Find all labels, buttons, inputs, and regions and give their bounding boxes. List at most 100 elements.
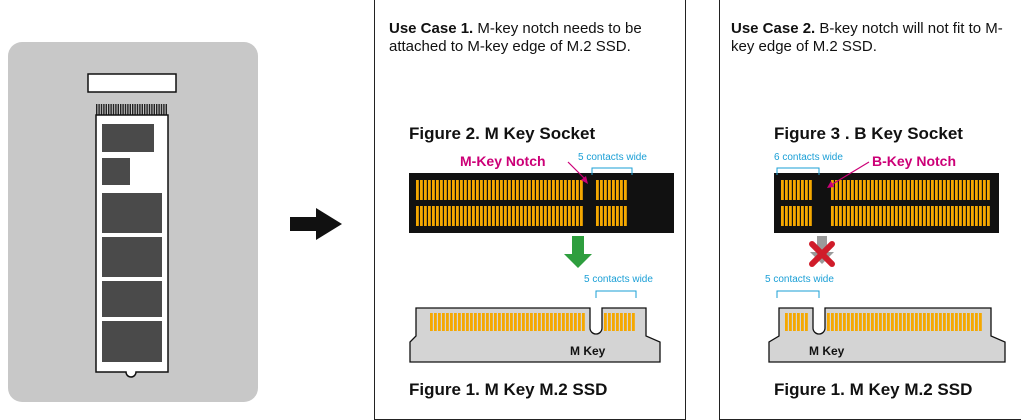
- contact-pin: [805, 206, 808, 226]
- use-case-2-text: B-key notch will not fit to M-key edge o…: [731, 20, 1003, 55]
- connector-pin: [156, 104, 158, 115]
- contact-pin: [534, 313, 537, 331]
- contact-pin: [576, 206, 579, 226]
- contact-pin: [891, 313, 894, 331]
- contact-pin: [484, 206, 487, 226]
- ssd-contacts: [785, 313, 982, 331]
- contact-pin: [548, 206, 551, 226]
- contact-pin: [538, 313, 541, 331]
- contact-pin: [979, 313, 982, 331]
- contact-pin: [504, 206, 507, 226]
- contact-pin: [416, 206, 419, 226]
- contact-pin: [508, 180, 511, 200]
- contact-pin: [434, 313, 437, 331]
- contact-pin: [785, 180, 788, 200]
- contact-pin: [420, 180, 423, 200]
- contact-pin: [907, 180, 910, 200]
- contact-pin: [416, 180, 419, 200]
- contact-pin: [478, 313, 481, 331]
- contact-pin: [859, 313, 862, 331]
- contact-pin: [500, 180, 503, 200]
- contact-pin: [867, 313, 870, 331]
- contact-pin: [632, 313, 635, 331]
- contact-pin: [452, 206, 455, 226]
- contact-pin: [524, 206, 527, 226]
- contact-pin: [480, 206, 483, 226]
- contact-pin: [470, 313, 473, 331]
- notch-pointer-line: [830, 161, 870, 186]
- contact-pin: [879, 206, 882, 226]
- contact-pin: [454, 313, 457, 331]
- contact-pin: [516, 180, 519, 200]
- contact-pin: [616, 313, 619, 331]
- contact-pin: [923, 313, 926, 331]
- contact-pin: [468, 180, 471, 200]
- contact-pin: [526, 313, 529, 331]
- contact-pin: [895, 180, 898, 200]
- connector-pin: [129, 104, 131, 115]
- notch-pointer-line: [567, 161, 587, 181]
- contact-pin: [522, 313, 525, 331]
- contact-pin: [809, 180, 812, 200]
- b-key-notch-label: B-Key Notch: [872, 153, 956, 169]
- m-key-label: M Key: [809, 344, 845, 358]
- contact-pin: [628, 313, 631, 331]
- contact-pin: [548, 180, 551, 200]
- contact-pin: [919, 313, 922, 331]
- contact-pin: [510, 313, 513, 331]
- contact-pin: [574, 313, 577, 331]
- contact-pin: [959, 313, 962, 331]
- contact-pin: [620, 180, 623, 200]
- contact-pin: [979, 206, 982, 226]
- contact-pin: [975, 206, 978, 226]
- contact-pin: [564, 206, 567, 226]
- contact-pin: [498, 313, 501, 331]
- contact-pin: [939, 206, 942, 226]
- contact-pin: [781, 180, 784, 200]
- contact-pin: [895, 313, 898, 331]
- contact-pin: [460, 206, 463, 226]
- contact-pin: [931, 313, 934, 331]
- contact-pin: [560, 180, 563, 200]
- contact-pin: [867, 206, 870, 226]
- contact-pin: [805, 313, 808, 331]
- contact-pin: [891, 206, 894, 226]
- contact-pin: [436, 206, 439, 226]
- m2-ssd-illustration: [8, 42, 258, 402]
- contact-pin: [955, 180, 958, 200]
- contact-pin: [835, 206, 838, 226]
- ssd-contacts: [430, 313, 635, 331]
- contact-pin: [867, 180, 870, 200]
- contact-pin: [468, 206, 471, 226]
- contact-pin: [939, 180, 942, 200]
- use-case-1-heading: Use Case 1.: [389, 20, 474, 37]
- socket-contacts-label: 5 contacts wide: [578, 152, 647, 163]
- contact-pin: [907, 313, 910, 331]
- contact-pin: [793, 313, 796, 331]
- contact-pin: [927, 180, 930, 200]
- contact-pin: [472, 206, 475, 226]
- contact-pin: [855, 206, 858, 226]
- contact-pin: [871, 180, 874, 200]
- contact-pin: [430, 313, 433, 331]
- contact-pin: [624, 206, 627, 226]
- connector-pin: [115, 104, 117, 115]
- contact-pin: [831, 206, 834, 226]
- contact-pin: [482, 313, 485, 331]
- contact-pin: [530, 313, 533, 331]
- contact-pin: [560, 206, 563, 226]
- contact-pin: [544, 180, 547, 200]
- contact-pin: [947, 206, 950, 226]
- contact-pin: [915, 313, 918, 331]
- contact-pin: [484, 180, 487, 200]
- contact-pin: [875, 180, 878, 200]
- contact-pin: [456, 180, 459, 200]
- contact-pin: [620, 313, 623, 331]
- contact-pin: [871, 313, 874, 331]
- contact-pin: [464, 206, 467, 226]
- contact-pin: [528, 206, 531, 226]
- contact-pin: [959, 180, 962, 200]
- ssd-contacts-bracket: [776, 290, 820, 298]
- contact-pin: [550, 313, 553, 331]
